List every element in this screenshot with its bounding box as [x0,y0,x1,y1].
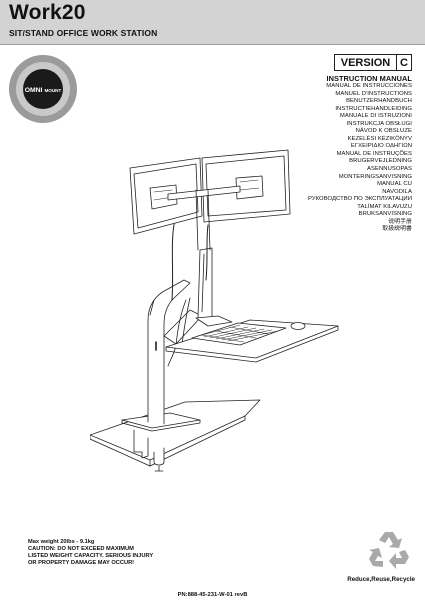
product-title: Work20 [9,1,86,24]
version-letter: C [400,56,408,69]
manual-language-item: NÁVOD K OBSLUZE [355,128,412,135]
manual-language-item: MANUAL DE INSTRUÇÕES [336,150,412,157]
part-number: PN:888-45-231-W-01 revB [177,592,248,598]
manual-language-item: MANUEL D'INSTRUCTIONS [335,90,412,97]
workstation-illustration [90,149,339,472]
manual-language-item: BENUTZERHANDBUCH [346,98,412,105]
manual-language-item: РУКОВОДСТВО ПО ЭКСПЛУАТАЦИИ [308,196,412,203]
warning-line: CAUTION: DO NOT EXCEED MAXIMUM [28,546,134,552]
manual-language-item: KEZELÉSI KÉZIKÖNYV [347,135,412,142]
recycle-icon [369,532,409,569]
manual-language-item: BRUGERVEJLEDNING [349,158,412,165]
manual-title: INSTRUCTION MANUAL [326,74,412,83]
manual-language-item: INSTRUCTIEHANDLEIDING [335,105,412,112]
weight-warning: Max weight 20lbs - 9.1kg CAUTION: DO NOT… [28,539,218,567]
manual-language-item: 说明手册 [388,218,412,225]
warning-line: Max weight 20lbs - 9.1kg [28,539,95,545]
manual-language-item: 取扱説明書 [382,226,412,233]
logo-word-omni: OMNI [25,87,43,94]
product-subtitle: SIT/STAND OFFICE WORK STATION [9,28,158,38]
manual-language-item: ASENNUSOPAS [367,166,412,173]
header-divider [0,44,425,45]
manual-language-item: ΕΓΧΕΙΡΙΔΙΟ ΟΔΗΓΙΩΝ [350,143,412,150]
manual-language-list: INSTRUCTION MANUAL MANUAL DE INSTRUCCION… [300,74,412,234]
logo-word-mount: MOUNT [44,88,61,93]
warning-line: LISTED WEIGHT CAPACITY. SERIOUS INJURY [28,553,154,559]
manual-language-item: MANUALE DI ISTRUZIONI [339,113,412,120]
header-bar: Work20 SIT/STAND OFFICE WORK STATION [0,0,425,44]
manual-language-item: TALİMAT KILAVUZU [357,203,412,210]
manual-language-item: MANUAL CU [377,181,412,188]
manual-language-item: MONTERINGSANVISNING [338,173,412,180]
warning-line: OR PROPERTY DAMAGE MAY OCCUR! [28,560,135,566]
version-box: VERSION C [334,54,412,71]
manual-language-item: INSTRUKCJA OBSŁUGI [346,120,412,127]
manual-language-item: BRUKSANVISNING [358,211,412,218]
recycle-caption: Reduce,Reuse,Recycle [347,576,415,583]
manual-language-item: MANUAL DE INSTRUCCIONES [326,83,412,89]
manual-language-item: NAVODILA [382,188,412,195]
version-label: VERSION [335,55,397,70]
